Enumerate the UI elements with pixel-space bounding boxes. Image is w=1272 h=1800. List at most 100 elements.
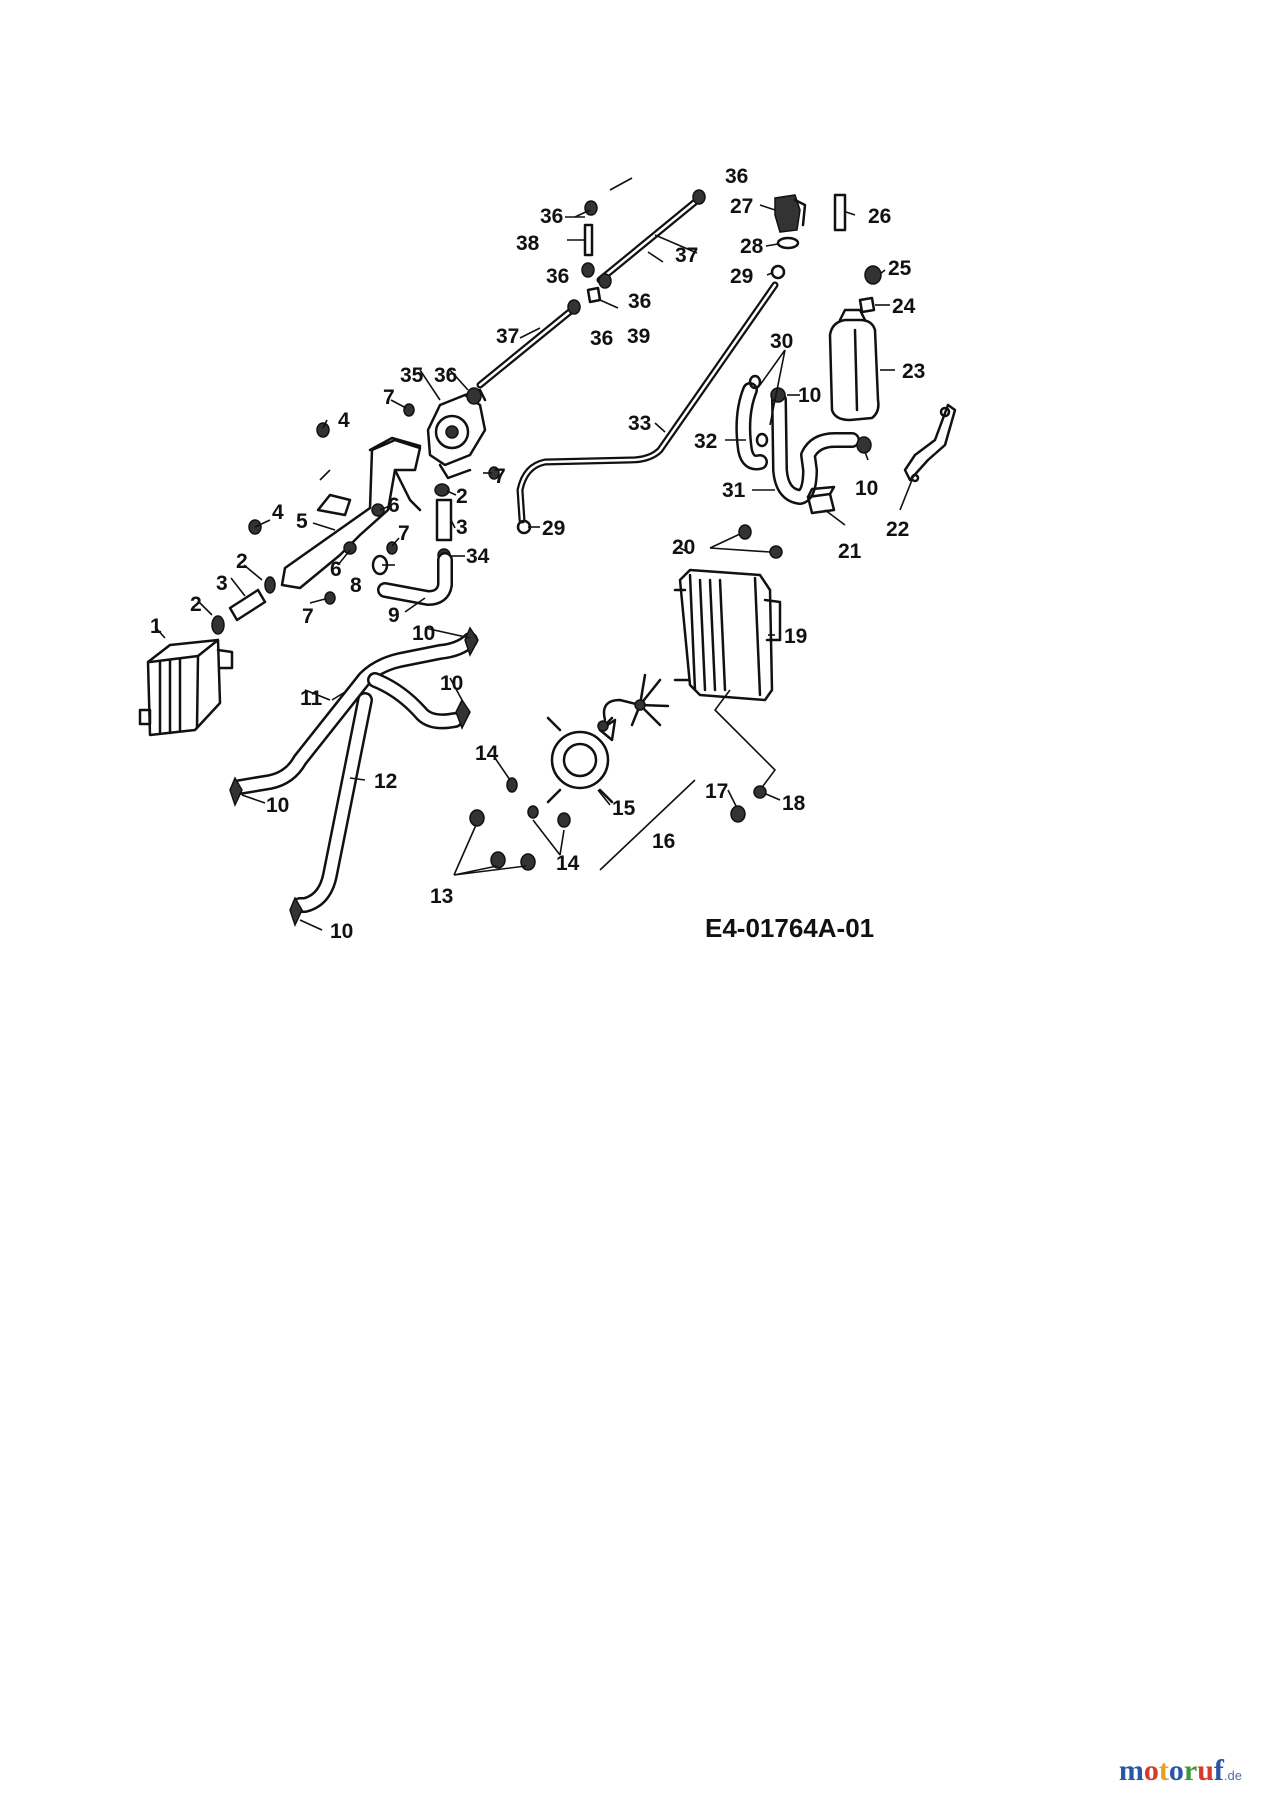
callout-24: 24 <box>892 295 916 318</box>
callout-10: 10 <box>855 477 878 500</box>
callout-37: 37 <box>496 325 519 348</box>
callout-21: 21 <box>838 540 862 563</box>
part-16-wire <box>599 779 696 871</box>
part-3-hose-left <box>228 588 267 622</box>
callout-36: 36 <box>540 205 563 228</box>
part-11-hose <box>232 632 478 795</box>
callout-33: 33 <box>628 412 651 435</box>
callout-6: 6 <box>330 558 342 581</box>
part-26-pipe <box>833 193 847 232</box>
brand-logo-suffix: .de <box>1223 1768 1242 1783</box>
callout-7: 7 <box>494 465 506 488</box>
callout-36: 36 <box>434 364 457 387</box>
callout-13: 13 <box>430 885 453 908</box>
part-9-hose <box>377 552 453 606</box>
callout-7: 7 <box>302 605 314 628</box>
callout-19: 19 <box>784 625 807 648</box>
part-36-fitting-pump <box>466 387 482 405</box>
part-24-cap-adapter <box>858 296 876 314</box>
part-19-radiator <box>673 568 782 702</box>
part-33-long-pipe <box>516 281 779 524</box>
leader-lines <box>154 177 913 931</box>
part-5-bracket <box>280 436 422 590</box>
part-18-leader-wire <box>713 689 777 791</box>
callout-17: 17 <box>705 780 728 803</box>
callout-23: 23 <box>902 360 925 383</box>
callout-10: 10 <box>330 920 353 943</box>
callout-8: 8 <box>350 574 362 597</box>
callout-14: 14 <box>475 742 499 765</box>
part-17-screw <box>730 805 746 823</box>
callout-2: 2 <box>190 593 202 616</box>
part-18-drain-plug <box>753 785 767 799</box>
callout-30: 30 <box>770 330 793 353</box>
callout-36: 36 <box>725 165 748 188</box>
callout-2: 2 <box>456 485 468 508</box>
part-13-nuts <box>469 809 536 871</box>
callout-15: 15 <box>612 797 636 820</box>
part-12-hose <box>292 692 373 913</box>
callout-4: 4 <box>272 501 284 524</box>
callout-11: 11 <box>300 687 323 710</box>
part-25-cap <box>864 265 882 285</box>
part-fan-motor <box>597 673 670 732</box>
callout-9: 9 <box>388 604 400 627</box>
callout-10: 10 <box>798 384 821 407</box>
callout-36: 36 <box>546 265 569 288</box>
part-27-thermostat-housing <box>774 194 807 233</box>
part-22-bracket <box>903 403 957 483</box>
callout-39: 39 <box>627 325 650 348</box>
callout-36: 36 <box>590 327 613 350</box>
part-11-hose-branch <box>367 672 463 730</box>
callout-37: 37 <box>675 244 698 267</box>
part-37-pipe-lower <box>476 306 576 389</box>
callout-4: 4 <box>338 409 350 432</box>
callout-28: 28 <box>740 235 764 258</box>
callout-34: 34 <box>466 545 490 568</box>
callout-29: 29 <box>542 517 565 540</box>
callout-27: 27 <box>730 195 753 218</box>
part-1-cooler-block <box>138 638 234 737</box>
callout-22: 22 <box>886 518 909 541</box>
callout-7: 7 <box>398 522 410 545</box>
part-20-screws <box>738 524 783 559</box>
callout-38: 38 <box>516 232 540 255</box>
callout-7: 7 <box>383 386 395 409</box>
part-38-pin <box>583 223 594 257</box>
callout-6: 6 <box>388 494 400 517</box>
part-30-clamps <box>748 374 769 448</box>
callout-10: 10 <box>412 622 435 645</box>
callout-3: 3 <box>216 572 228 595</box>
callout-labels: 1 2 2 2 3 3 4 4 5 6 6 7 7 7 7 8 9 10 10 … <box>150 165 925 943</box>
callout-12: 12 <box>374 770 397 793</box>
part-2-clamp-pump <box>434 483 450 497</box>
callout-20: 20 <box>672 536 695 559</box>
callout-26: 26 <box>868 205 891 228</box>
part-14-screws <box>506 777 571 828</box>
callout-31: 31 <box>722 479 746 502</box>
callout-36: 36 <box>628 290 651 313</box>
callout-35: 35 <box>400 364 424 387</box>
brand-watermark: motoruf.de <box>1119 1754 1242 1788</box>
callout-10: 10 <box>440 672 463 695</box>
drawing-code: E4-01764A-01 <box>705 913 874 943</box>
part-2-clamp-left <box>211 576 276 635</box>
callout-25: 25 <box>888 257 912 280</box>
part-31-hose <box>771 392 860 505</box>
part-10-clamps-lower <box>229 626 479 928</box>
part-32-hose <box>735 382 768 471</box>
brand-logo-text: motoruf <box>1118 1754 1224 1787</box>
callout-32: 32 <box>694 430 717 453</box>
callout-3: 3 <box>456 516 468 539</box>
callout-2: 2 <box>236 550 248 573</box>
part-23-expansion-tank <box>828 308 880 422</box>
part-6-nuts <box>343 503 385 555</box>
callout-18: 18 <box>782 792 806 815</box>
part-7-screws <box>324 403 500 605</box>
part-37-pipe-upper <box>596 194 704 284</box>
part-28-gasket <box>776 236 800 250</box>
part-39-tee <box>586 286 602 304</box>
callout-16: 16 <box>652 830 675 853</box>
